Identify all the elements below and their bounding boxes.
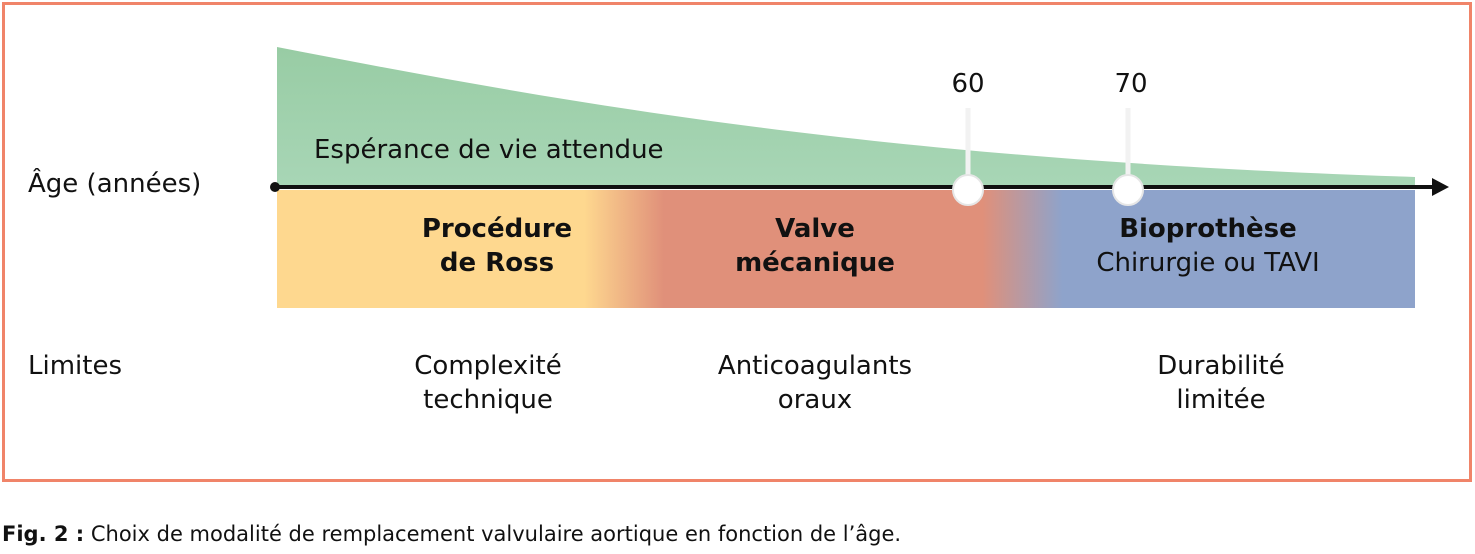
marker-label-60: 60 bbox=[951, 69, 985, 99]
limits-label: Limites bbox=[28, 351, 122, 381]
marker-60 bbox=[952, 108, 984, 206]
figure-caption: Fig. 2 : Choix de modalité de remplaceme… bbox=[2, 522, 902, 546]
marker-label-70: 70 bbox=[1114, 69, 1148, 99]
figure-frame bbox=[2, 2, 1472, 482]
axis-label: Âge (années) bbox=[28, 169, 202, 199]
curve-label: Espérance de vie attendue bbox=[314, 135, 664, 165]
modality-band bbox=[277, 190, 1415, 308]
marker-70 bbox=[1112, 108, 1144, 206]
life-expectancy-curve bbox=[277, 47, 1415, 187]
axis-arrow-icon bbox=[1432, 178, 1449, 196]
axis-origin-dot bbox=[270, 182, 280, 192]
